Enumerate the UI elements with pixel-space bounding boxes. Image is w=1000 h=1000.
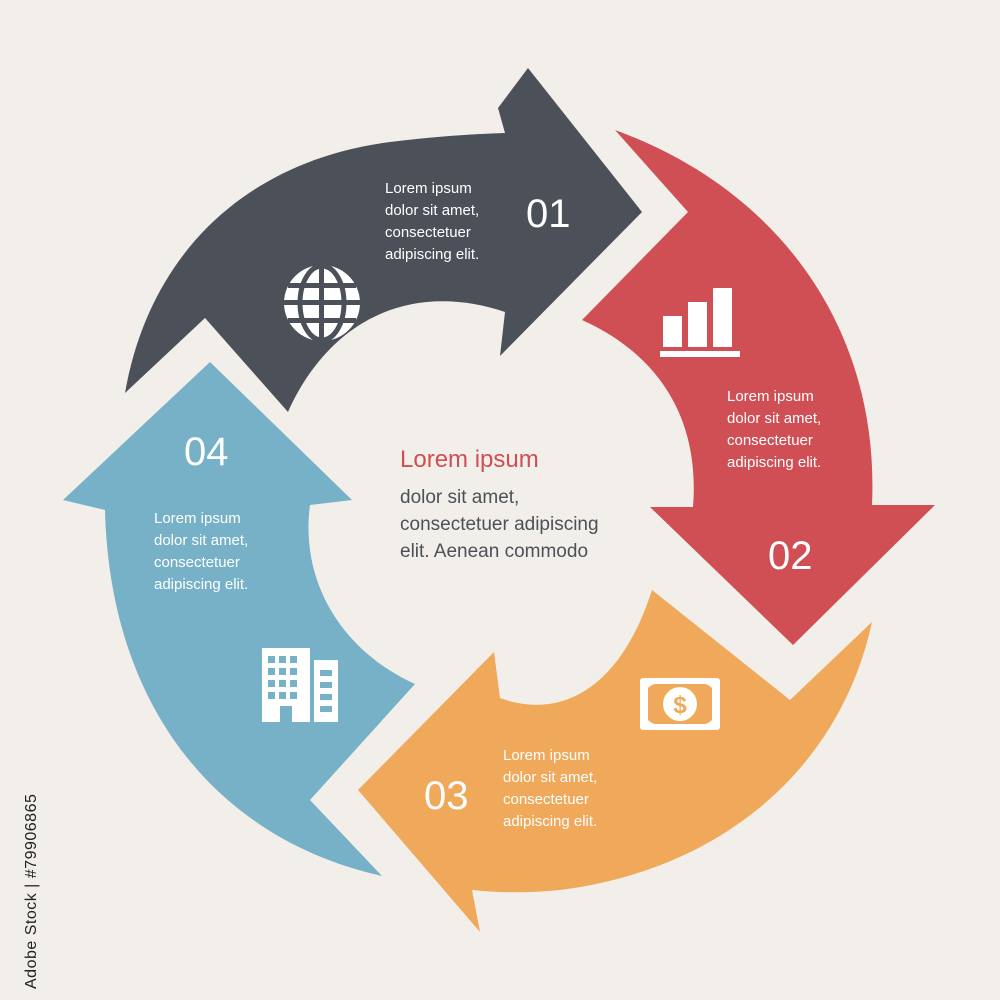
arrow-step-1 bbox=[125, 68, 642, 412]
step-4-number: 04 bbox=[184, 430, 229, 474]
step-3-text: Lorem ipsum dolor sit amet, consectetuer… bbox=[503, 747, 598, 830]
step-1-text: Lorem ipsum dolor sit amet, consectetuer… bbox=[385, 180, 480, 263]
center-title: Lorem ipsum bbox=[400, 446, 539, 473]
buildings-icon bbox=[262, 648, 338, 722]
center-body: dolor sit amet, consectetuer adipiscing … bbox=[400, 487, 599, 562]
step-4-text: Lorem ipsum dolor sit amet, consectetuer… bbox=[154, 510, 249, 593]
stock-id-text: #79906865 bbox=[23, 793, 40, 879]
bar-chart-icon bbox=[660, 288, 740, 357]
step-2-number: 02 bbox=[768, 534, 813, 578]
step-3-number: 03 bbox=[424, 774, 469, 818]
step-2-text: Lorem ipsum dolor sit amet, consectetuer… bbox=[727, 388, 822, 471]
arrow-step-2 bbox=[582, 130, 935, 645]
arrow-step-4 bbox=[63, 362, 415, 876]
stock-brand: Adobe Stock bbox=[23, 892, 40, 989]
svg-text:$: $ bbox=[673, 692, 687, 719]
stock-id-watermark: Adobe Stock | #79906865 bbox=[23, 793, 40, 989]
dollar-bill-icon: $ bbox=[640, 678, 720, 730]
arrow-step-3 bbox=[358, 590, 872, 932]
globe-icon bbox=[284, 263, 360, 343]
step-1-number: 01 bbox=[526, 192, 571, 236]
